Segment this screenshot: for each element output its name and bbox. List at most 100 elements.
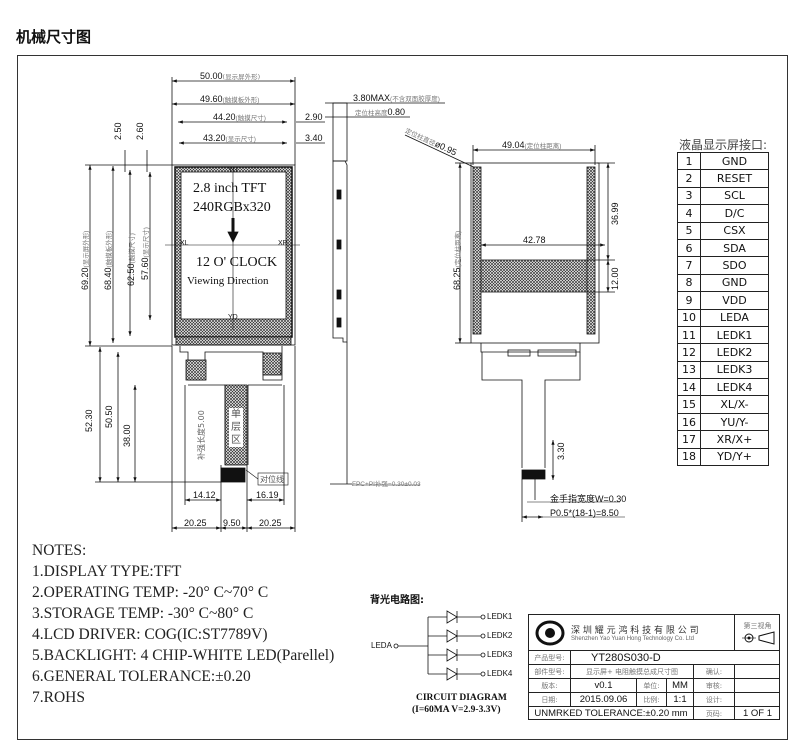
pin-number: 5 <box>677 221 701 240</box>
pin-signal: D/C <box>700 204 769 223</box>
notes-heading: NOTES: <box>32 542 87 559</box>
note-item: 5.BACKLIGHT: 4 CHIP-WHITE LED(Parellel) <box>32 647 335 664</box>
backlight-title: 背光电路图: <box>370 595 424 606</box>
pin-number: 17 <box>677 430 701 449</box>
pin-number: 15 <box>677 395 701 414</box>
led-1 <box>428 610 486 624</box>
pin-signal: LEDK1 <box>700 325 769 345</box>
pin-number: 14 <box>677 378 701 397</box>
dim-1619: 16.19 <box>256 490 279 500</box>
dim-thickness: 3.80MAX(不含双面胶厚度) <box>353 93 440 103</box>
dim-back-height: 68.25(定位柱距离) <box>452 230 462 290</box>
dim-offset-250: 2.50 <box>113 122 123 140</box>
note-item: 1.DISPLAY TYPE:TFT <box>32 563 182 580</box>
dim-1412: 14.12 <box>193 490 216 500</box>
unit: MM <box>667 679 694 693</box>
company-name-en: Shenzhen Yao Yuan Hong Technology Co. Lt… <box>571 636 694 642</box>
note-item: 4.LCD DRIVER: COG(IC:ST7789V) <box>32 626 268 643</box>
scale-label: 比例: <box>637 693 667 707</box>
circuit-caption: CIRCUIT DIAGRAM (I=60MA V=2.9-3.3V) <box>412 693 507 715</box>
axis-xl: XL <box>180 240 189 247</box>
pin-signal: LEDK4 <box>700 378 769 397</box>
dim-pitch: P0.5*(18-1)=8.50 <box>550 508 619 518</box>
pin-signal: VDD <box>700 291 769 310</box>
pin-number: 8 <box>677 273 701 293</box>
pin-number: 6 <box>677 238 701 258</box>
version: v0.1 <box>571 679 637 693</box>
pin-number: 1 <box>677 151 701 171</box>
dim-touch-outline-height: 68.40(触摸板外形) <box>103 230 113 290</box>
pin-number: 3 <box>677 186 701 206</box>
note-item: 7.ROHS <box>32 689 85 706</box>
company-logo-icon <box>535 620 565 645</box>
dim-display-outline-height: 69.20(显示屏外形) <box>80 230 90 290</box>
tolerance: UNMRKED TOLERANCE:±0.20 mm <box>529 707 694 720</box>
note-item: 2.OPERATING TEMP: -20° C~70° C <box>32 584 269 601</box>
viewing-clock-label: 12 O' CLOCK <box>196 255 278 270</box>
confirm-label: 确认: <box>694 665 735 679</box>
viewing-direction-label: Viewing Direction <box>187 275 269 287</box>
leda-label: LEDA <box>371 641 392 650</box>
part-model: 显示屏+ 电阻触摸总成尺寸图 <box>571 665 694 679</box>
dim-offset-340: 3.40 <box>305 133 323 143</box>
pin-signal: GND <box>700 151 769 171</box>
pin-signal: RESET <box>700 169 769 188</box>
product-model-label: 产品型号: <box>529 651 571 665</box>
screen-size-label: 2.8 inch TFT <box>193 181 267 196</box>
dim-display-area-width: 43.20(显示尺寸) <box>203 133 256 143</box>
ledk2-label: LEDK2 <box>487 631 513 640</box>
review-value <box>735 679 780 693</box>
pin-number: 11 <box>677 325 701 345</box>
dim-fpc-380: 38.00 <box>122 424 132 447</box>
axis-xr: XR <box>278 240 288 247</box>
dim-pin-distance: 49.04(定位柱距离) <box>502 140 562 150</box>
pin-number: 13 <box>677 360 701 380</box>
dim-touch-area-height: 62.50(触摸尺寸) <box>126 233 136 286</box>
pin-number: 10 <box>677 308 701 327</box>
back-view <box>404 134 625 522</box>
dim-finger-width: 金手指宽度W=0.30 <box>550 494 627 504</box>
pin-signal: SDA <box>700 238 769 258</box>
dim-offset-260: 2.60 <box>135 122 145 140</box>
pin-signal: LEDK3 <box>700 360 769 380</box>
page-title: 机械尺寸图 <box>16 28 92 46</box>
dim-offset-290: 2.90 <box>305 112 323 122</box>
design-label: 设计: <box>694 693 735 707</box>
dim-fpc-505: 50.50 <box>104 405 114 428</box>
unit-label: 单位: <box>637 679 667 693</box>
review-label: 审核: <box>694 679 735 693</box>
axis-yu: YU <box>228 167 238 174</box>
ledk1-label: LEDK1 <box>487 612 513 621</box>
front-view <box>85 77 325 532</box>
note-item: 6.GENERAL TOLERANCE:±0.20 <box>32 668 251 685</box>
stiffener-length: 补强长度5.00 <box>197 410 206 460</box>
pin-signal: SCL <box>700 186 769 206</box>
dim-2025-right: 20.25 <box>259 518 282 528</box>
pin-number: 9 <box>677 291 701 310</box>
ledk3-label: LEDK3 <box>487 650 513 659</box>
pin-signal: LEDA <box>700 308 769 327</box>
product-model: YT280S030-D <box>571 651 780 665</box>
dim-950: 9.50 <box>223 518 241 528</box>
dim-finger-length: 3.30 <box>556 442 566 460</box>
notes: NOTES: 1.DISPLAY TYPE:TFT 2.OPERATING TE… <box>32 540 334 708</box>
dim-touch-area-width: 44.20(触摸尺寸) <box>213 112 266 122</box>
company-cell: 深 圳 耀 元 鸿 科 技 有 限 公 司 Shenzhen Yao Yuan … <box>529 615 735 651</box>
dim-3699: 36.99 <box>610 202 620 225</box>
scale: 1:1 <box>667 693 694 707</box>
dim-display-area-height: 57.60(显示尺寸) <box>140 227 150 280</box>
alignment-line-label: 对位线 <box>260 475 284 484</box>
led-2 <box>428 629 486 643</box>
